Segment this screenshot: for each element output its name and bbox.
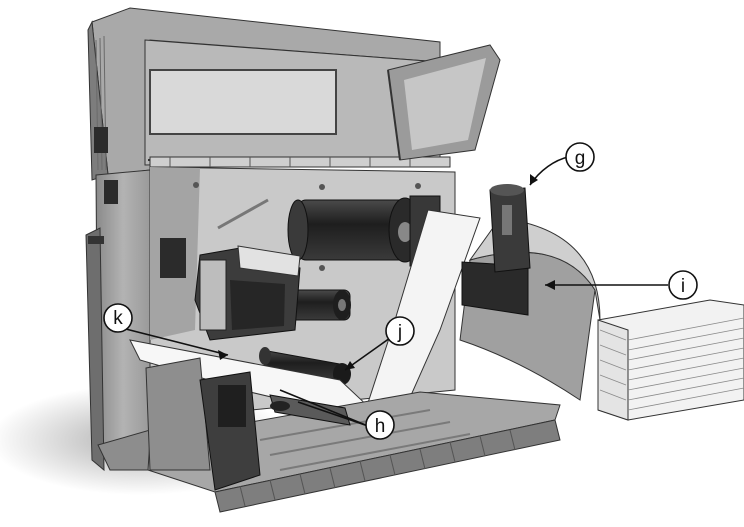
leader-lines [121, 156, 668, 427]
ribbon-take-up [289, 289, 351, 321]
fanfold-guide-panel [459, 217, 601, 401]
callout-g: g [565, 142, 595, 172]
ribbon-supply-spindle [287, 195, 441, 267]
fanfold-media-stack [597, 299, 744, 421]
callout-k: k [103, 303, 133, 333]
leader-arrowheads [218, 174, 555, 370]
callout-label-j: j [397, 322, 402, 343]
callout-circle-k [103, 303, 133, 333]
callout-circle-i [668, 270, 698, 300]
media-guide [145, 357, 261, 491]
callout-circle-j [385, 316, 415, 346]
callout-j: j [385, 316, 415, 346]
callout-i: i [668, 270, 698, 300]
control-panel-display [94, 127, 108, 153]
cover-window [149, 69, 337, 135]
callout-label-g: g [575, 148, 586, 169]
top-cover [144, 39, 451, 168]
media-supply-hanger [461, 184, 531, 316]
media-sensor [269, 394, 351, 426]
callout-h: h [365, 410, 395, 440]
printhead-assembly [160, 238, 301, 341]
callout-circle-h [365, 410, 395, 440]
callout-label-i: i [681, 276, 685, 297]
callout-circle-g [565, 142, 595, 172]
leader-k [121, 327, 229, 356]
leader-h-2 [279, 389, 369, 427]
callout-label-k: k [113, 308, 123, 329]
side-door [387, 44, 501, 161]
callout-label-h: h [375, 416, 386, 437]
